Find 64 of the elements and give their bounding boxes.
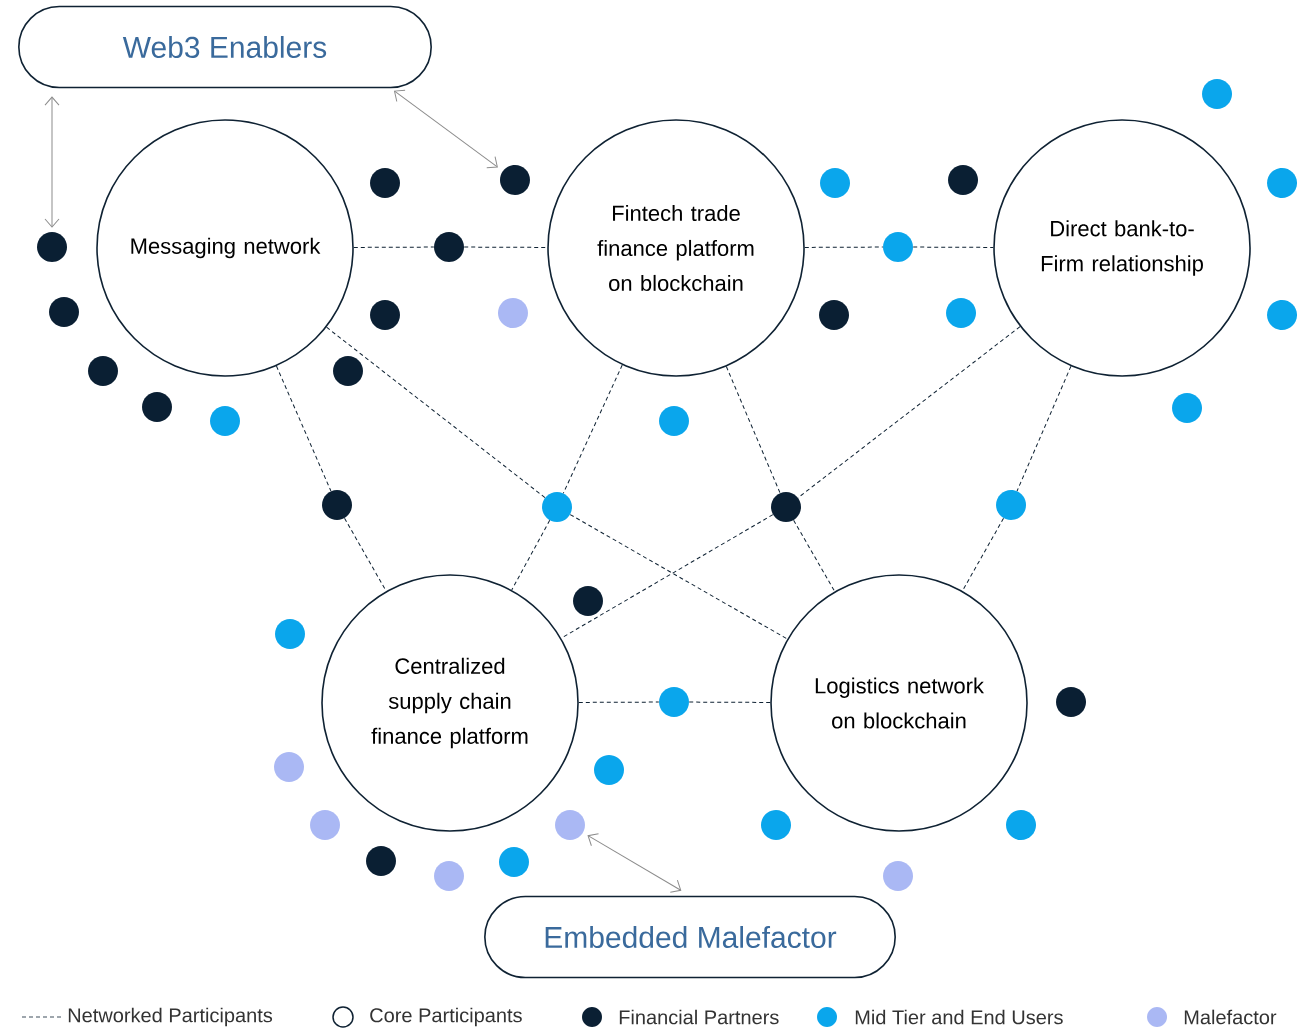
dashed-line [353,246,435,248]
legend-label: Networked Participants [68,1007,273,1027]
dashed-line [562,364,623,494]
dot [370,168,400,198]
dot [333,356,363,386]
dot [820,168,850,198]
double-arrow [587,833,682,893]
dashed-line [511,519,551,591]
dot [659,687,689,717]
dot [370,300,400,330]
dot [210,406,240,436]
dot [88,356,118,386]
dashed-line [578,701,660,703]
dashed-line [275,365,332,492]
dot [310,810,340,840]
dot [498,298,528,328]
dot [142,392,172,422]
double-arrow [394,89,498,169]
dot [274,752,304,782]
label-pill: Embedded Malefactor [484,895,896,979]
dashed-line [688,701,771,703]
double-arrow [44,96,60,228]
dot [275,619,305,649]
dot [594,755,624,785]
legend-label: Financial Partners [619,1009,779,1025]
dot [322,490,352,520]
dot [948,165,978,195]
dot [542,492,572,522]
dot [49,297,79,327]
dashed-line [326,326,546,499]
dot [883,232,913,262]
dashed-line [793,519,836,592]
dot [1172,393,1202,423]
dot [761,810,791,840]
dot [434,232,464,262]
dot [946,298,976,328]
dot [819,300,849,330]
dot [37,232,67,262]
legend-label: Mid Tier and End Users [855,1009,1063,1025]
dot [1056,687,1086,717]
dashed-line [804,246,884,248]
dashed-line [797,326,1021,499]
legend-label: Core Participants [370,1007,522,1027]
dot [366,846,396,876]
dashed-line [725,366,781,494]
dot [996,490,1026,520]
dashed-line [463,246,548,248]
dot [883,861,913,891]
dot [659,406,689,436]
dot [1267,300,1297,330]
dashed-line [912,246,994,248]
dot [555,810,585,840]
dot [434,861,464,891]
dot [1202,79,1232,109]
dot [499,847,529,877]
dashed-line [1016,365,1072,492]
label-pill: Web3 Enablers [18,5,432,89]
dot [1267,168,1297,198]
legend-label: Malefactor [1184,1009,1277,1025]
dot [500,165,530,195]
dashed-line [961,517,1005,592]
dot [1006,810,1036,840]
dot [771,492,801,522]
dot [573,586,603,616]
